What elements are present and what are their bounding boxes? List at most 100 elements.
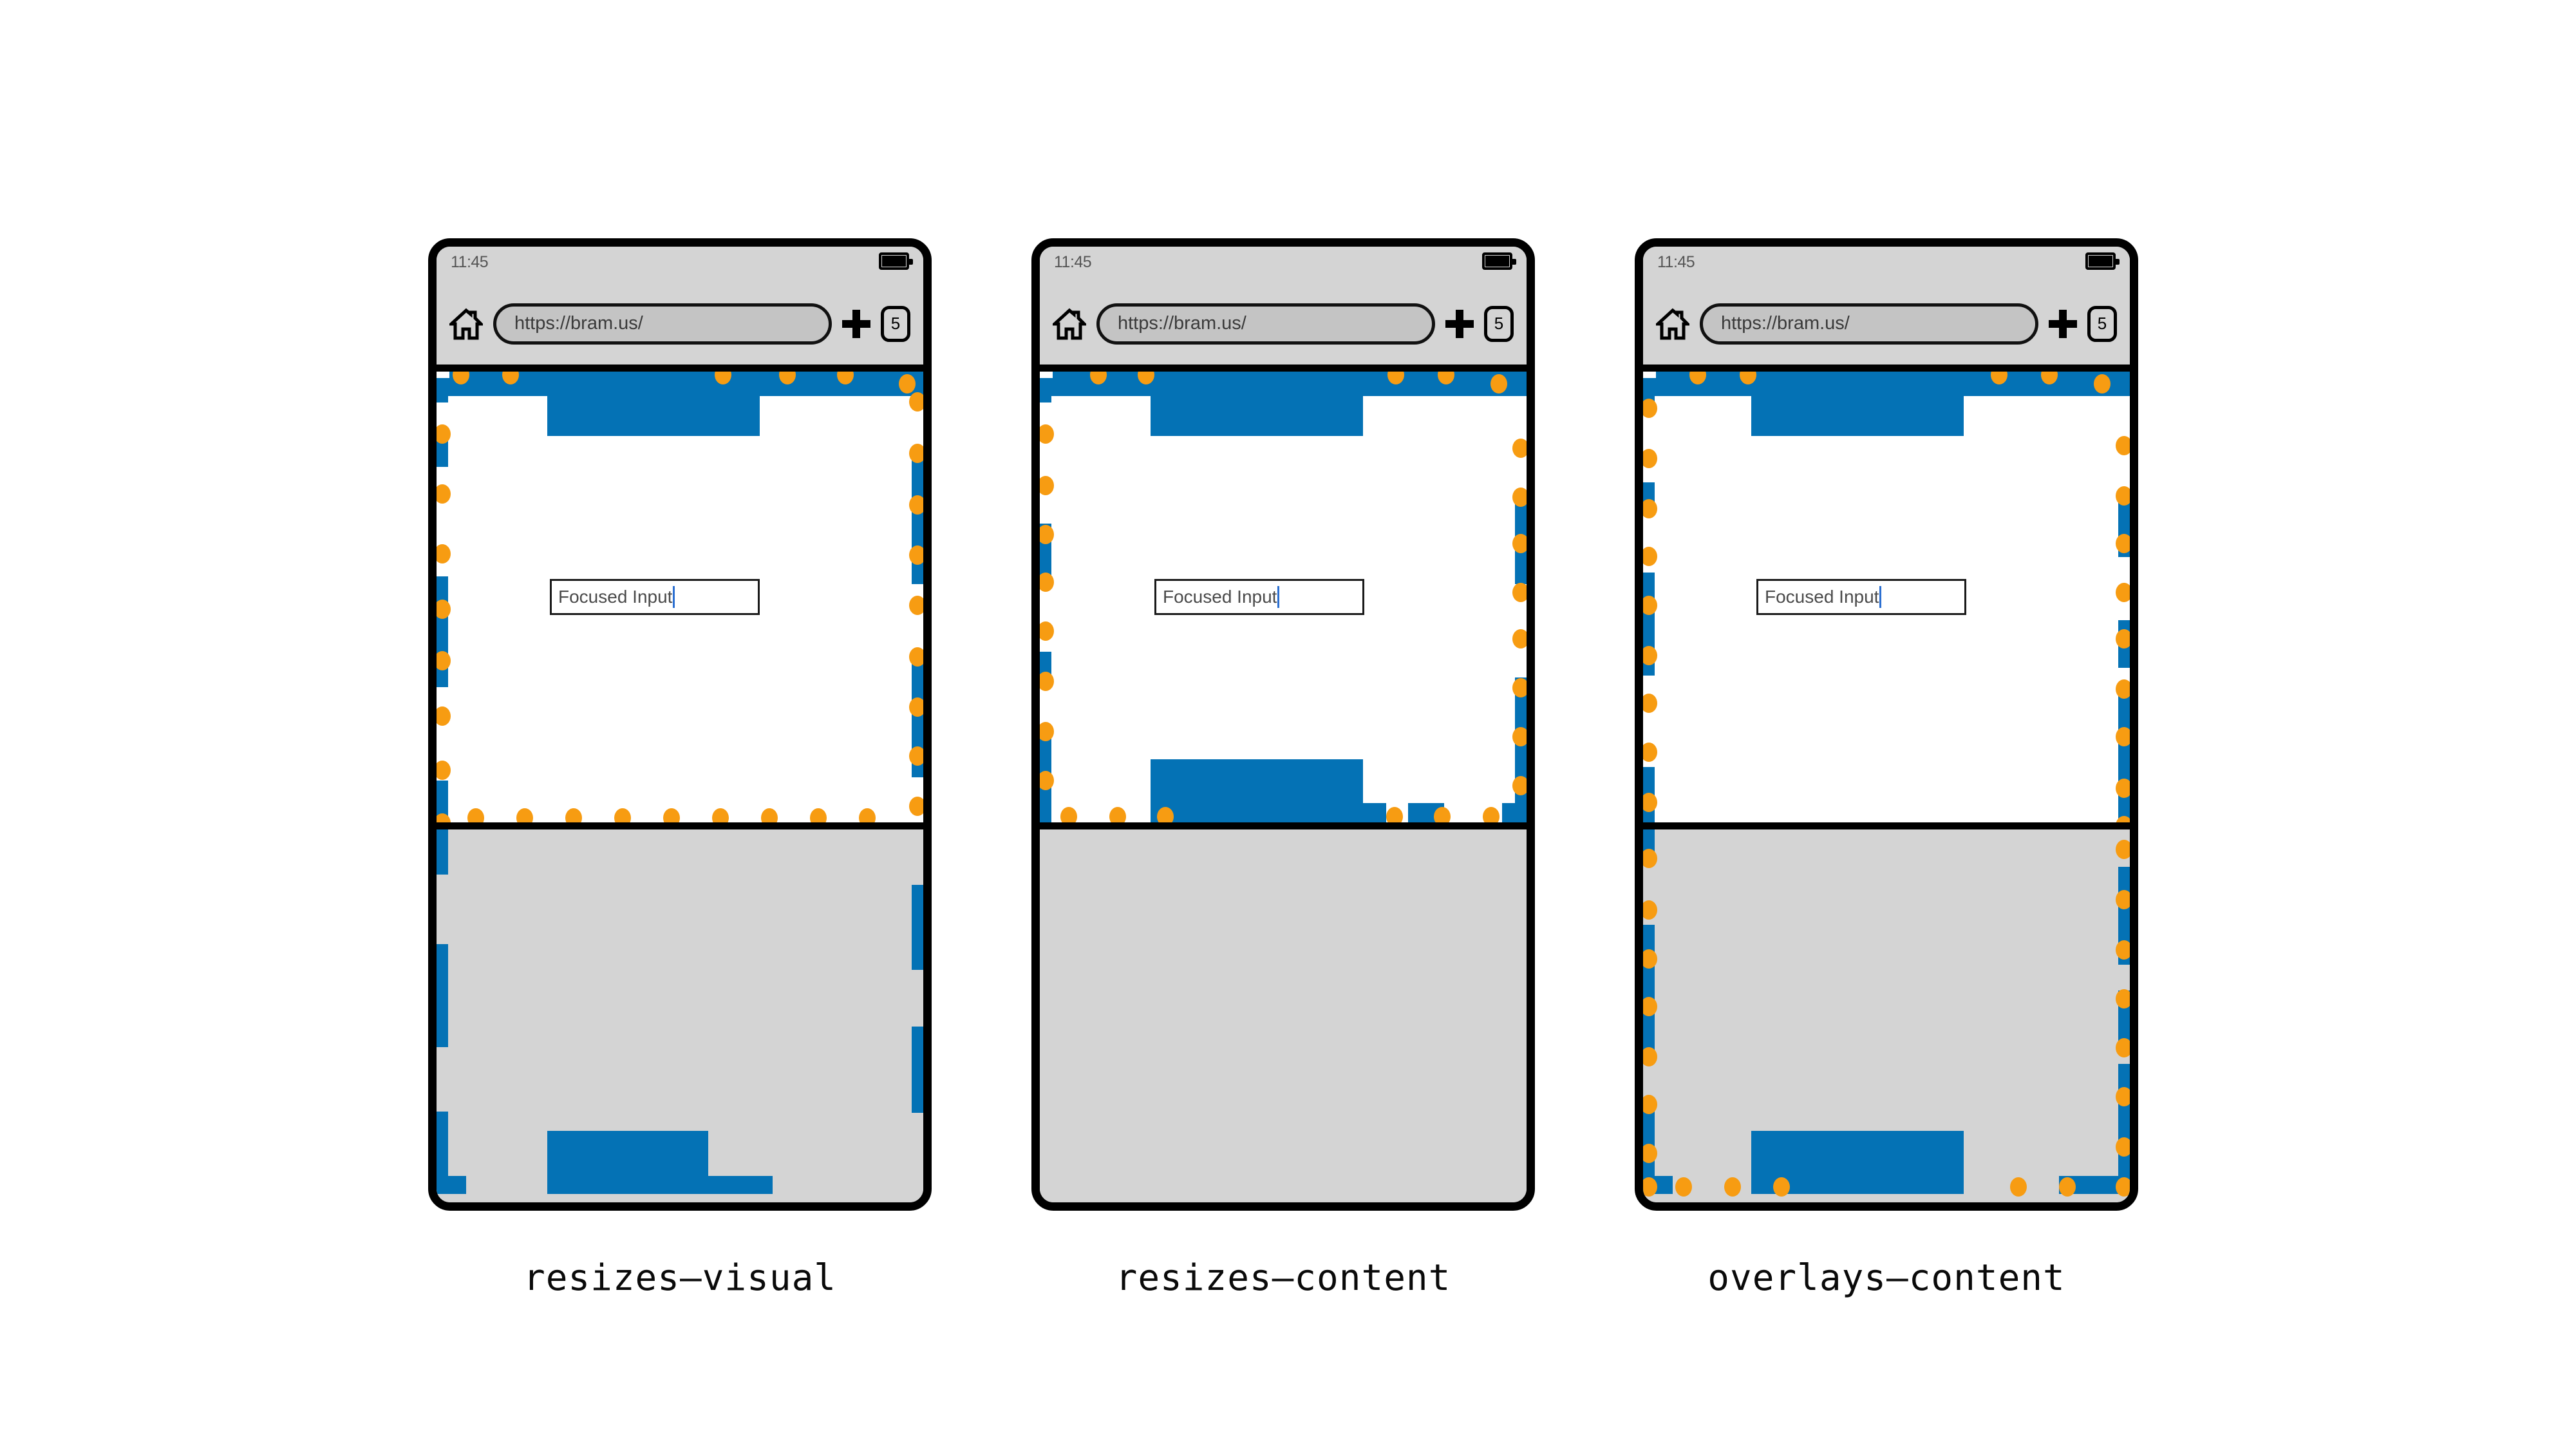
marker-dot [1643,949,1657,969]
marker-dot [1109,807,1126,822]
page-viewport: Focused Input [437,372,923,822]
marker-dot [1512,534,1527,553]
home-icon[interactable] [1053,307,1086,341]
marker-dot [1675,1177,1692,1197]
viewport-edge-band-right-kb-2 [912,1027,923,1113]
marker-dot [1991,372,2007,384]
marker-dot [1643,1144,1657,1163]
marker-dot [1040,722,1054,741]
marker-dot [1643,743,1657,762]
marker-dot [909,797,923,816]
marker-dot [2116,534,2130,553]
tab-count-label: 5 [1494,314,1504,333]
marker-dot [2041,372,2058,384]
tab-count-label: 5 [890,314,901,333]
viewport-edge-band-right-kb-1 [912,885,923,970]
address-bar[interactable]: https://bram.us/ [1096,303,1435,345]
marker-dot [1438,372,1454,384]
viewport-edge-band-left-kb-3 [437,1112,448,1194]
focused-input-value: Focused Input [1765,587,1879,607]
virtual-keyboard-overlays-content[interactable] [1643,822,2130,1202]
edge-corner-notch [437,372,449,378]
tab-count-button[interactable]: 5 [1484,305,1514,342]
marker-dot [1643,997,1657,1016]
marker-dot [1512,776,1527,795]
text-caret [1879,586,1882,608]
marker-dot [1040,424,1054,444]
marker-dot [614,808,631,822]
edge-gap-left-3 [1040,677,1051,735]
address-bar[interactable]: https://bram.us/ [1700,303,2038,345]
marker-dot [2116,679,2130,699]
marker-dot [909,746,923,766]
marker-dot [437,813,451,822]
plus-icon[interactable] [2049,309,2077,338]
marker-dot [1724,1177,1741,1197]
marker-dot [1386,807,1403,822]
marker-dot [1512,727,1527,746]
plus-icon[interactable] [1445,309,1474,338]
battery-full-icon [1482,252,1516,270]
marker-dot [1512,439,1527,458]
home-icon[interactable] [1656,307,1689,341]
caption-resizes-content: resizes—content [1115,1257,1451,1299]
marker-dot [779,372,796,384]
marker-dot [1040,672,1054,691]
marker-dot [2116,486,2130,506]
marker-dot [1689,372,1706,384]
marker-dot [909,596,923,615]
marker-dot [2116,989,2130,1009]
marker-dot [1643,849,1657,868]
tab-count-label: 5 [2097,314,2107,333]
marker-dot [437,544,451,564]
marker-dot [715,372,731,384]
marker-dot [1040,476,1054,495]
marker-dot [437,484,451,504]
marker-dot [1643,694,1657,713]
page-viewport: Focused Input [1040,372,1527,822]
marker-dot [2010,1177,2027,1197]
tab-count-button[interactable]: 5 [2087,305,2117,342]
marker-dot [1483,807,1500,822]
marker-dot [516,808,533,822]
marker-dot [2116,940,2130,960]
focused-text-input[interactable]: Focused Input [1154,579,1364,615]
marker-dot [2094,374,2111,393]
virtual-keyboard-resizes-visual[interactable] [437,822,923,1202]
marker-dot [859,808,876,822]
marker-dot [2116,436,2130,455]
status-bar: 11:45 [437,247,923,283]
marker-dot [437,600,451,619]
device-screen: Focused Input [1040,372,1527,1202]
marker-dot [1643,547,1657,566]
focused-text-input[interactable]: Focused Input [1756,579,1966,615]
home-icon[interactable] [449,307,483,341]
marker-dot [2116,890,2130,909]
tab-count-button[interactable]: 5 [881,305,910,342]
browser-toolbar: https://bram.us/ 5 [437,283,923,365]
marker-dot [1512,678,1527,697]
address-bar[interactable]: https://bram.us/ [493,303,832,345]
focused-input-value: Focused Input [558,587,673,607]
viewport-edge-band-bottom-left-kb [437,1176,466,1194]
marker-dot [663,808,680,822]
marker-dot [1740,372,1756,384]
virtual-keyboard-resizes-content[interactable] [1040,822,1527,1202]
status-clock: 11:45 [1054,253,1092,271]
address-bar-value: https://bram.us/ [514,313,643,334]
marker-dot [909,697,923,717]
marker-dot [1773,1177,1790,1197]
marker-dot [437,424,451,444]
marker-dot [2116,779,2130,798]
marker-dot [565,808,582,822]
marker-dot [1060,807,1077,822]
plus-icon[interactable] [842,309,870,338]
phone-mockup-resizes-visual: 11:45 https://bram.us/ 5 [428,238,932,1211]
marker-dot [909,444,923,463]
edge-corner-notch [1040,372,1053,378]
address-bar-value: https://bram.us/ [1118,313,1246,334]
marker-dot [909,392,923,412]
marker-dot [437,651,451,670]
focused-text-input[interactable]: Focused Input [550,579,760,615]
viewport-edge-band-left-kb-1 [437,829,448,875]
